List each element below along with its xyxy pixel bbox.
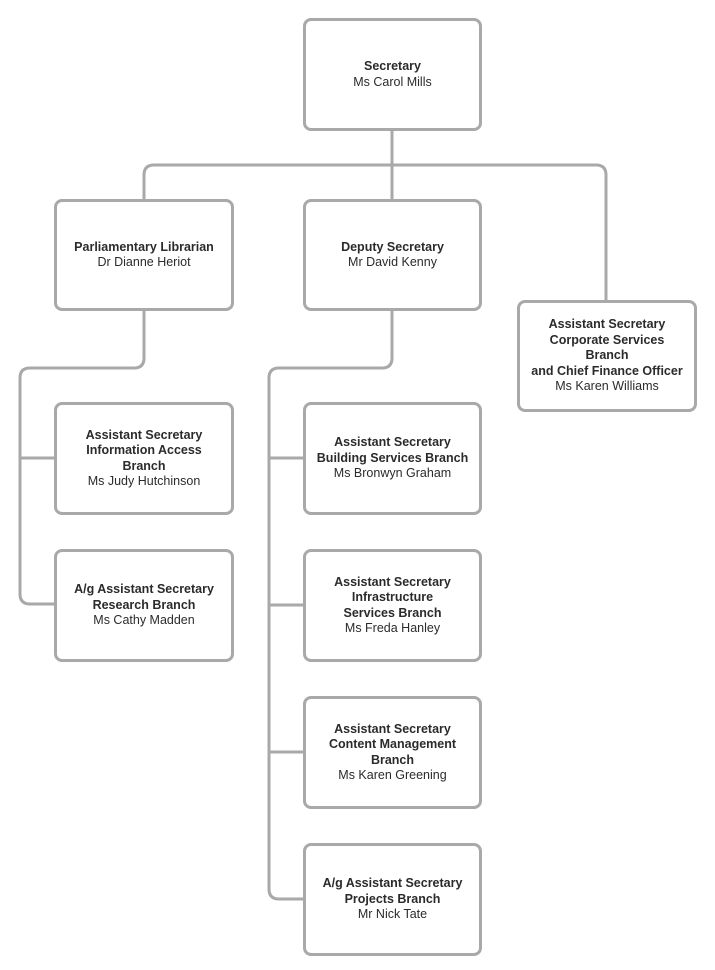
name-parliamentary-librarian: Dr Dianne Heriot xyxy=(97,255,191,269)
role-infrastructure-line-3: Services Branch xyxy=(343,605,442,620)
box-research: A/g Assistant Secretary Research Branch … xyxy=(54,549,234,662)
name-research: Ms Cathy Madden xyxy=(93,613,195,628)
box-secretary: Secretary Ms Carol Mills xyxy=(303,18,482,131)
role-infrastructure-line-1: Assistant Secretary xyxy=(334,574,451,589)
name-secretary: Ms Carol Mills xyxy=(353,74,432,89)
role-deputy-secretary: Deputy Secretary xyxy=(341,239,444,254)
name-corporate-services: Ms Karen Williams xyxy=(555,379,659,394)
role-projects-line-1: A/g Assistant Secretary xyxy=(322,876,463,891)
connector-level2-bar xyxy=(142,163,608,301)
box-corporate-services: Assistant Secretary Corporate Services B… xyxy=(517,300,697,412)
role-information-access-line-1: Assistant Secretary xyxy=(85,427,203,442)
name-content-management: Ms Karen Greening xyxy=(338,768,447,782)
name-projects: Mr Nick Tate xyxy=(357,907,428,922)
role-corporate-services-line-3: and Chief Finance Officer xyxy=(531,363,683,378)
role-secretary: Secretary xyxy=(364,59,421,73)
box-projects: A/g Assistant Secretary Projects Branch … xyxy=(303,843,482,956)
name-deputy-secretary: Mr David Kenny xyxy=(348,255,437,269)
connector-librarian-spine xyxy=(18,310,146,606)
box-building-services: Assistant Secretary Building Services Br… xyxy=(303,402,482,515)
role-research-line-1: A/g Assistant Secretary xyxy=(74,582,214,597)
role-projects-line-2: Projects Branch xyxy=(344,891,441,906)
role-infrastructure-line-2: Infrastructure xyxy=(351,590,434,604)
role-building-services-line-2: Building Services Branch xyxy=(316,450,469,465)
box-infrastructure-services: Assistant Secretary Infrastructure Servi… xyxy=(303,549,482,662)
connector-deputy-spine xyxy=(267,310,394,901)
role-content-management-line-1: Assistant Secretary xyxy=(334,721,451,736)
box-parliamentary-librarian: Parliamentary Librarian Dr Dianne Heriot xyxy=(54,199,234,311)
box-information-access: Assistant Secretary Information Access B… xyxy=(54,402,234,515)
role-research-line-2: Research Branch xyxy=(92,597,196,612)
name-infrastructure-services: Ms Freda Hanley xyxy=(344,621,441,635)
box-deputy-secretary: Deputy Secretary Mr David Kenny xyxy=(303,199,482,311)
role-corporate-services-line-1: Assistant Secretary xyxy=(548,317,666,332)
role-parliamentary-librarian: Parliamentary Librarian xyxy=(74,239,214,254)
name-building-services: Ms Bronwyn Graham xyxy=(333,466,452,481)
role-information-access-line-2: Information Access Branch xyxy=(86,443,202,473)
name-information-access: Ms Judy Hutchinson xyxy=(87,474,201,488)
role-content-management-line-2: Content Management xyxy=(328,737,457,751)
role-corporate-services-line-2: Corporate Services Branch xyxy=(549,332,665,363)
role-building-services-line-1: Assistant Secretary xyxy=(334,435,451,450)
box-content-management: Assistant Secretary Content Management B… xyxy=(303,696,482,809)
role-content-management-line-3: Branch xyxy=(370,752,415,767)
